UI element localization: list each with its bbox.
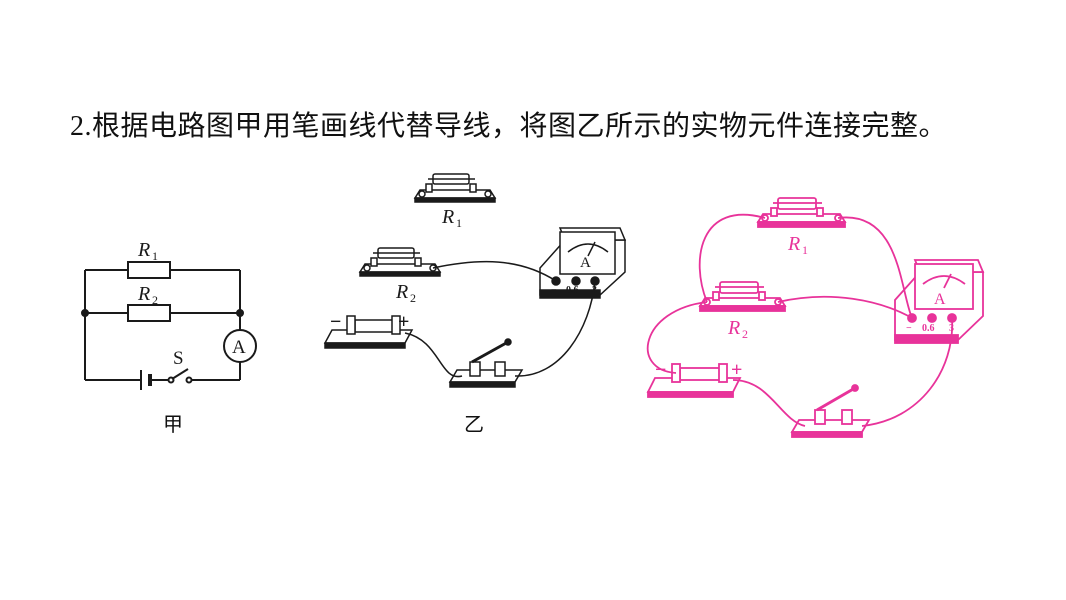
physical-terminal-3: 3 <box>592 285 597 296</box>
wire-switch-to-ammeter <box>514 280 596 377</box>
switch-contact <box>185 376 193 384</box>
schematic-ammeter-label: A <box>232 337 246 358</box>
physical-switch <box>448 338 524 388</box>
answer-wire-r1-r2-left <box>698 213 766 303</box>
schematic-r2-sub: 2 <box>152 293 158 307</box>
schematic-r1-resistor <box>127 261 171 279</box>
schematic-r1-sub: 1 <box>152 249 158 263</box>
answer-wires <box>646 213 953 427</box>
answer-wire-r2-to-battery <box>646 301 708 374</box>
wire-battery-to-switch <box>404 332 463 378</box>
schematic-r2-label: R <box>137 283 150 305</box>
answer-ammeter-label: A <box>934 291 946 308</box>
physical-caption: 乙 <box>464 412 484 436</box>
junction-left <box>81 309 89 317</box>
answer-battery-neg: − <box>655 359 666 381</box>
physical-r2 <box>358 247 442 277</box>
answer-diagram <box>646 197 985 438</box>
answer-switch <box>790 384 871 438</box>
answer-terminal-3: 3 <box>949 323 954 334</box>
answer-wire-r1-to-ammeter <box>837 216 913 319</box>
answer-wire-battery-to-switch <box>732 379 806 427</box>
physical-wires <box>404 260 596 378</box>
answer-terminal-neg: − <box>906 323 912 334</box>
answer-r1-sub: 1 <box>802 243 808 257</box>
answer-wire-switch-to-ammeter <box>861 317 953 427</box>
answer-r2 <box>698 281 787 312</box>
answer-wire-r2-to-ammeter <box>777 295 913 319</box>
physical-r2-label: R <box>395 281 408 303</box>
answer-r1 <box>756 197 847 228</box>
schematic-caption: 甲 <box>163 412 183 436</box>
physical-terminal-neg: − <box>551 285 557 296</box>
physical-r2-sub: 2 <box>410 291 416 305</box>
physical-battery-pos: + <box>398 311 409 333</box>
question-number: 2. <box>70 111 92 142</box>
answer-r1-label: R <box>787 233 800 255</box>
schematic-labels: R 1 R 2 S A <box>137 239 246 369</box>
schematic-r1-label: R <box>137 239 150 261</box>
physical-battery <box>323 315 414 349</box>
question-body: 根据电路图甲用笔画线代替导线，将图乙所示的实物元件连接完整。 <box>92 109 948 142</box>
answer-battery-pos: + <box>731 359 742 381</box>
question-text: 2.根据电路图甲用笔画线代替导线，将图乙所示的实物元件连接完整。 <box>70 104 947 144</box>
switch-blade <box>171 368 189 380</box>
physical-labels: R 1 R 2 A − 0.6 3 − + <box>330 206 597 333</box>
physical-r1-label: R <box>441 206 454 228</box>
junction-right <box>236 309 244 317</box>
physical-diagram <box>323 173 627 388</box>
physical-terminal-06: 0.6 <box>566 285 579 296</box>
schematic-switch-label: S <box>173 348 184 369</box>
physical-r1 <box>413 173 497 203</box>
wire-r2-to-ammeter <box>432 260 557 282</box>
answer-terminal-06: 0.6 <box>922 323 935 334</box>
answer-battery <box>646 363 742 398</box>
physical-r1-sub: 1 <box>456 216 462 230</box>
schematic-r2-resistor <box>127 304 171 322</box>
answer-r2-label: R <box>727 317 740 339</box>
physical-ammeter <box>539 227 627 299</box>
answer-ammeter <box>894 259 985 344</box>
answer-r2-sub: 2 <box>742 327 748 341</box>
answer-labels: R 1 R 2 A − 0.6 3 − + <box>655 233 954 381</box>
physical-battery-neg: − <box>330 311 341 333</box>
physical-ammeter-label: A <box>580 255 591 271</box>
schematic-ammeter <box>223 329 257 363</box>
schematic-diagram <box>81 261 257 390</box>
